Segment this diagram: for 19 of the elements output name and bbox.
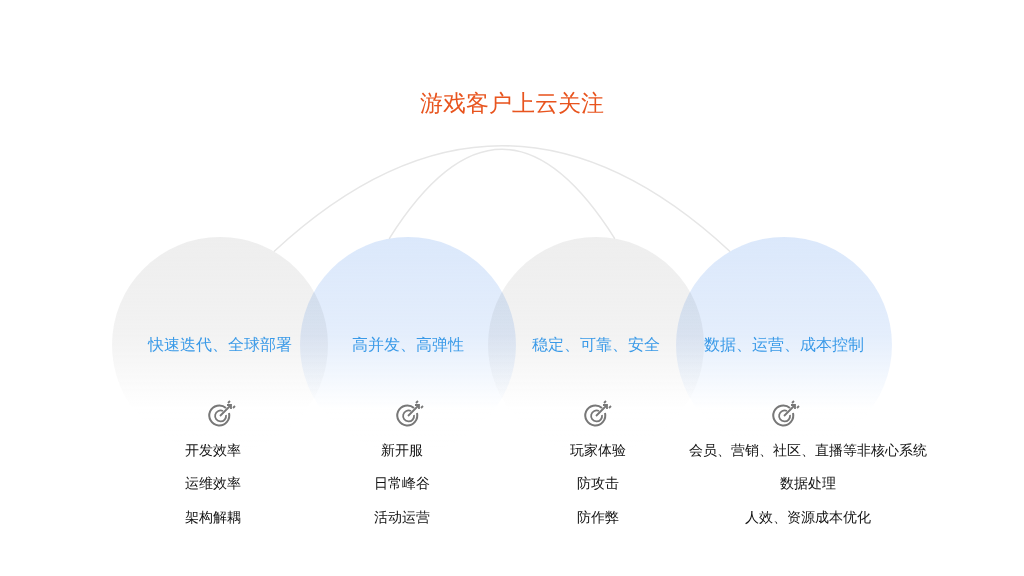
topic-label: 高并发、高弹性 xyxy=(352,334,464,356)
focus-item: 人效、资源成本优化 xyxy=(745,509,871,527)
focus-item: 运维效率 xyxy=(185,475,241,493)
topic-label: 数据、运营、成本控制 xyxy=(704,334,864,356)
connector-arc xyxy=(273,145,731,253)
focus-item: 活动运营 xyxy=(374,509,430,527)
topic-label: 稳定、可靠、安全 xyxy=(532,334,660,356)
title: 游戏客户上云关注 xyxy=(419,89,605,118)
focus-item: 新开服 xyxy=(381,442,423,460)
focus-item: 开发效率 xyxy=(185,442,241,460)
connector-arc xyxy=(388,148,616,240)
focus-item: 玩家体验 xyxy=(570,442,626,460)
focus-item: 架构解耦 xyxy=(185,509,241,527)
focus-item: 防攻击 xyxy=(577,475,619,493)
topic-label: 快速迭代、全球部署 xyxy=(148,334,292,356)
focus-item: 会员、营销、社区、直播等非核心系统 xyxy=(689,442,927,460)
focus-item: 防作弊 xyxy=(577,509,619,527)
focus-item: 日常峰谷 xyxy=(374,475,430,493)
focus-item: 数据处理 xyxy=(780,475,836,493)
